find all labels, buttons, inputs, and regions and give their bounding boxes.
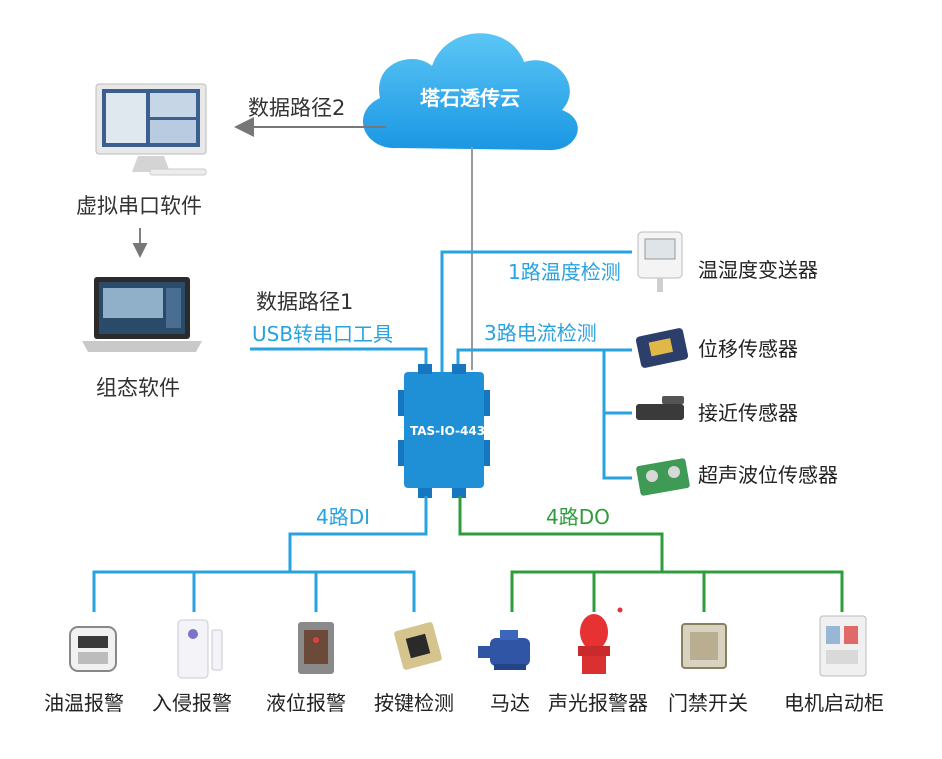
thermo-hygrometer-icon (637, 231, 683, 292)
usb-label: USB转串口工具 (252, 322, 394, 346)
module-label: TAS-IO-443 (410, 424, 486, 438)
oil-temp-alarm-icon (69, 626, 117, 672)
intrusion-alarm-icon (177, 619, 223, 679)
ultrasonic-sensor-icon (636, 458, 690, 496)
temp-channel-label: 1路温度检测 (508, 260, 621, 284)
do-bus-line (510, 570, 844, 612)
do-device-label-2: 门禁开关 (668, 691, 748, 715)
path1-label: 数据路径1 (256, 290, 354, 314)
temp-line (440, 250, 632, 372)
cloud-label: 塔石透传云 (420, 86, 520, 110)
current-channel-label: 3路电流检测 (484, 321, 597, 345)
di-bus-line (92, 570, 416, 612)
config-software-label: 组态软件 (96, 376, 180, 400)
do-channel-label: 4路DO (546, 505, 610, 529)
di-device-label-1: 入侵报警 (152, 691, 232, 715)
current-branch-line (602, 350, 632, 480)
laptop-icon (82, 277, 202, 352)
di-trunk-line (288, 496, 428, 572)
level-alarm-icon (298, 622, 334, 674)
motor-icon (478, 630, 530, 670)
desktop-monitor-icon (95, 83, 207, 176)
right-device-label-1: 位移传感器 (698, 337, 798, 361)
sound-light-alarm-icon (578, 607, 623, 674)
right-device-label-2: 接近传感器 (698, 401, 798, 425)
di-channel-label: 4路DI (316, 505, 371, 529)
di-device-label-0: 油温报警 (44, 691, 124, 715)
path2-label: 数据路径2 (248, 96, 346, 120)
right-device-label-0: 温湿度变送器 (698, 258, 818, 282)
cloud-icon (362, 33, 578, 151)
button-detect-icon (394, 622, 442, 670)
displacement-sensor-icon (635, 328, 689, 368)
motor-starter-cabinet-icon (819, 615, 867, 677)
do-device-label-0: 马达 (490, 691, 530, 715)
right-device-label-3: 超声波位传感器 (698, 463, 838, 487)
do-device-label-3: 电机启动柜 (784, 691, 884, 715)
proximity-sensor-icon (636, 396, 684, 420)
usb-line (250, 347, 428, 372)
access-switch-icon (681, 623, 727, 669)
module-device (398, 364, 490, 498)
do-device-label-1: 声光报警器 (548, 691, 648, 715)
di-device-label-3: 按键检测 (374, 691, 454, 715)
virtual-serial-label: 虚拟串口软件 (76, 194, 202, 218)
current-line (456, 348, 632, 372)
do-trunk-line (458, 496, 664, 572)
di-device-label-2: 液位报警 (266, 691, 346, 715)
